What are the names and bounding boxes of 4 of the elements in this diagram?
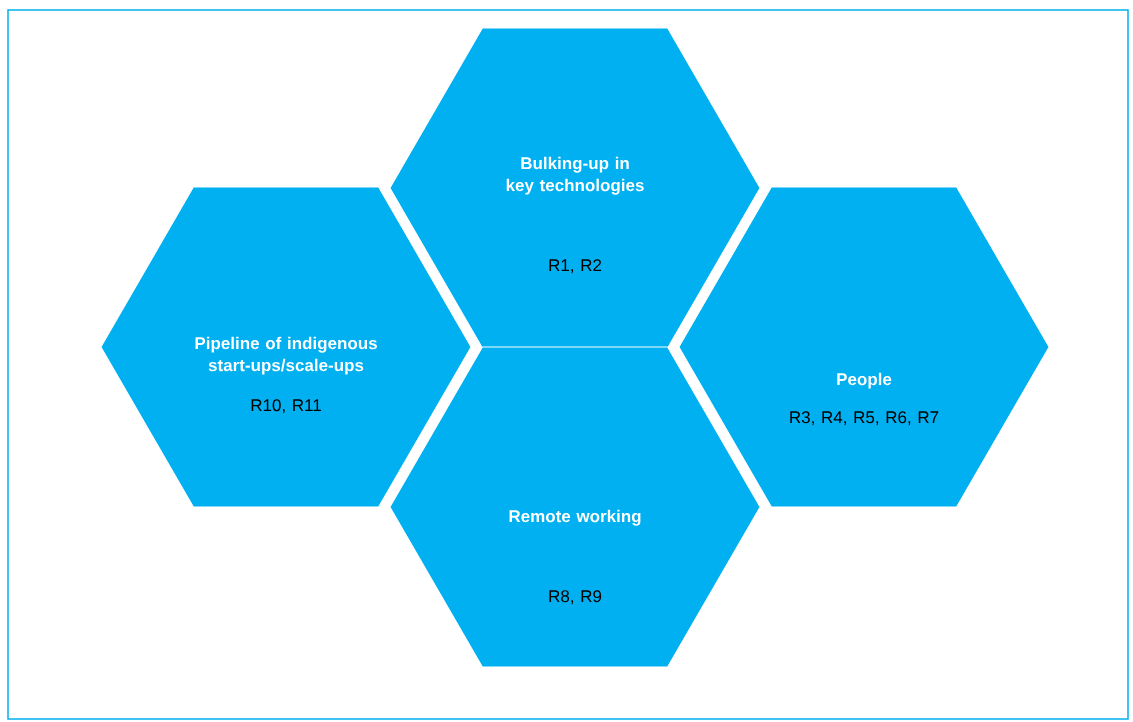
hexagon: Remote working R8, R9: [389, 346, 761, 668]
hexagon: Bulking-up in key technologies R1, R2: [389, 27, 761, 349]
hexagon: Pipeline of indigenous start-ups/scale-ups R10, R11: [100, 186, 472, 508]
hexagon: People R3, R4, R5, R6, R7: [678, 186, 1050, 508]
